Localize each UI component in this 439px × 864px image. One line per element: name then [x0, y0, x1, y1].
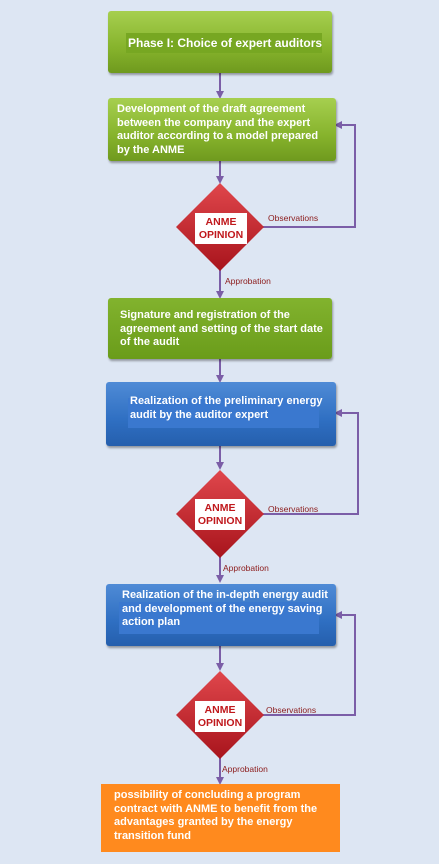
indepth-audit-box: Realization of the in-depth energy audit…	[106, 584, 336, 646]
observations-label-2: Observations	[268, 504, 319, 514]
arrow-d2-observations	[263, 409, 359, 515]
decision-label-2: ANME OPINION	[195, 499, 245, 530]
decision-label-1: ANME OPINION	[195, 213, 247, 244]
draft-agreement-box: Development of the draft agreement betwe…	[108, 98, 336, 161]
phase-title-box: Phase I: Choice of expert auditors	[108, 11, 332, 73]
draft-agreement-text: Development of the draft agreement betwe…	[117, 103, 319, 156]
arrow-d3-observations	[263, 611, 356, 716]
observations-label-3: Observations	[266, 705, 317, 715]
phase-title-text: Phase I: Choice of expert auditors	[128, 36, 323, 50]
observations-label-1: Observations	[268, 213, 319, 223]
final-text: possibility of concluding a program cont…	[114, 789, 318, 842]
decision-label-3: ANME OPINION	[195, 701, 245, 732]
final-box: possibility of concluding a program cont…	[101, 784, 340, 852]
approbation-label-1: Approbation	[225, 276, 271, 286]
preliminary-audit-text: Realization of the preliminary energy au…	[130, 395, 323, 421]
signature-box: Signature and registration of the agreem…	[108, 298, 332, 359]
approbation-label-3: Approbation	[222, 764, 268, 774]
indepth-audit-text: Realization of the in-depth energy audit…	[122, 589, 328, 628]
approbation-label-2: Approbation	[223, 563, 269, 573]
arrow-d1-observations	[263, 121, 356, 228]
preliminary-audit-box: Realization of the preliminary energy au…	[106, 382, 336, 446]
signature-text: Signature and registration of the agreem…	[120, 309, 323, 348]
